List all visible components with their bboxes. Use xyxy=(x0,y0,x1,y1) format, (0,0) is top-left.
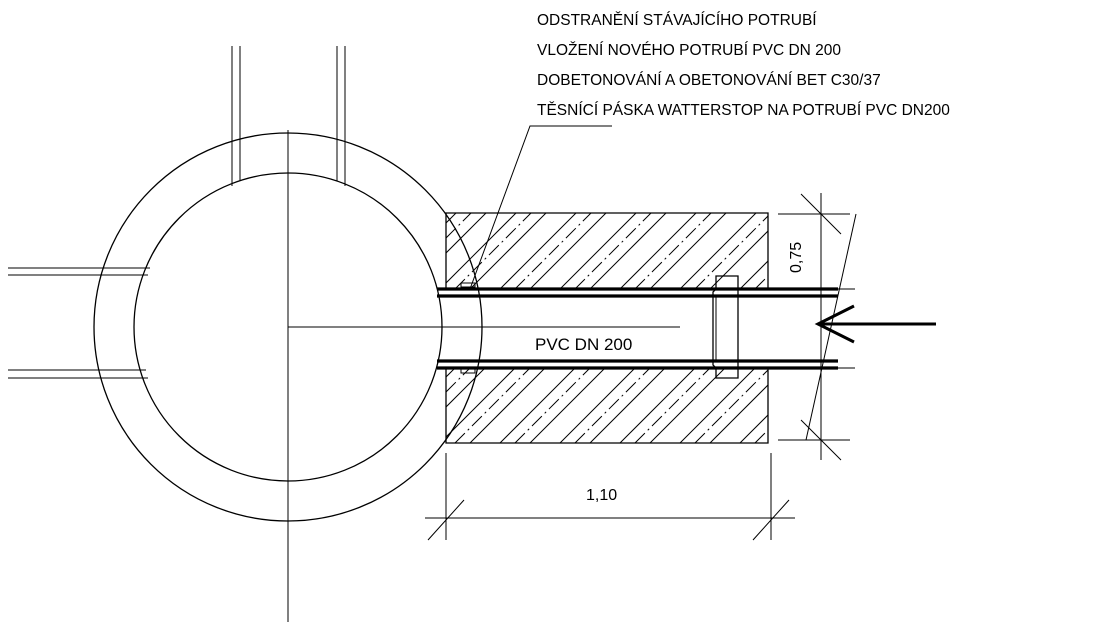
flow-arrow xyxy=(814,304,936,344)
pipe-label: PVC DN 200 xyxy=(535,335,632,354)
left-pipes xyxy=(8,267,150,379)
dimension-length-label: 1,10 xyxy=(586,487,617,504)
watterstop-seal-top xyxy=(460,282,476,288)
pipe-coupling xyxy=(712,275,739,379)
note-line-1: ODSTRANĚNÍ STÁVAJÍCÍHO POTRUBÍ xyxy=(537,12,817,29)
concrete-bottom-outline xyxy=(445,368,769,444)
flow-arrow-head-icon xyxy=(814,304,855,344)
concrete-encasement xyxy=(445,212,769,444)
dimension-height-label: 0,75 xyxy=(788,242,805,273)
dimension-length: 1,10 xyxy=(425,453,795,541)
pvc-pipe xyxy=(437,282,855,374)
concrete-top-hatch xyxy=(446,213,768,289)
note-line-2: VLOŽENÍ NOVÉHO POTRUBÍ PVC DN 200 xyxy=(537,42,841,59)
watterstop-seal-bottom xyxy=(460,368,476,374)
note-line-3: DOBETONOVÁNÍ A OBETONOVÁNÍ BET C30/37 xyxy=(537,72,881,89)
concrete-top-outline xyxy=(445,212,769,289)
top-shaft xyxy=(231,46,346,186)
concrete-bottom-hatch xyxy=(446,368,768,443)
notes: ODSTRANĚNÍ STÁVAJÍCÍHO POTRUBÍ VLOŽENÍ N… xyxy=(537,12,950,119)
note-line-4: TĚSNÍCÍ PÁSKA WATTERSTOP NA POTRUBÍ PVC … xyxy=(537,102,950,119)
dimension-height: 0,75 xyxy=(778,193,857,461)
note-leader-line xyxy=(469,125,612,290)
